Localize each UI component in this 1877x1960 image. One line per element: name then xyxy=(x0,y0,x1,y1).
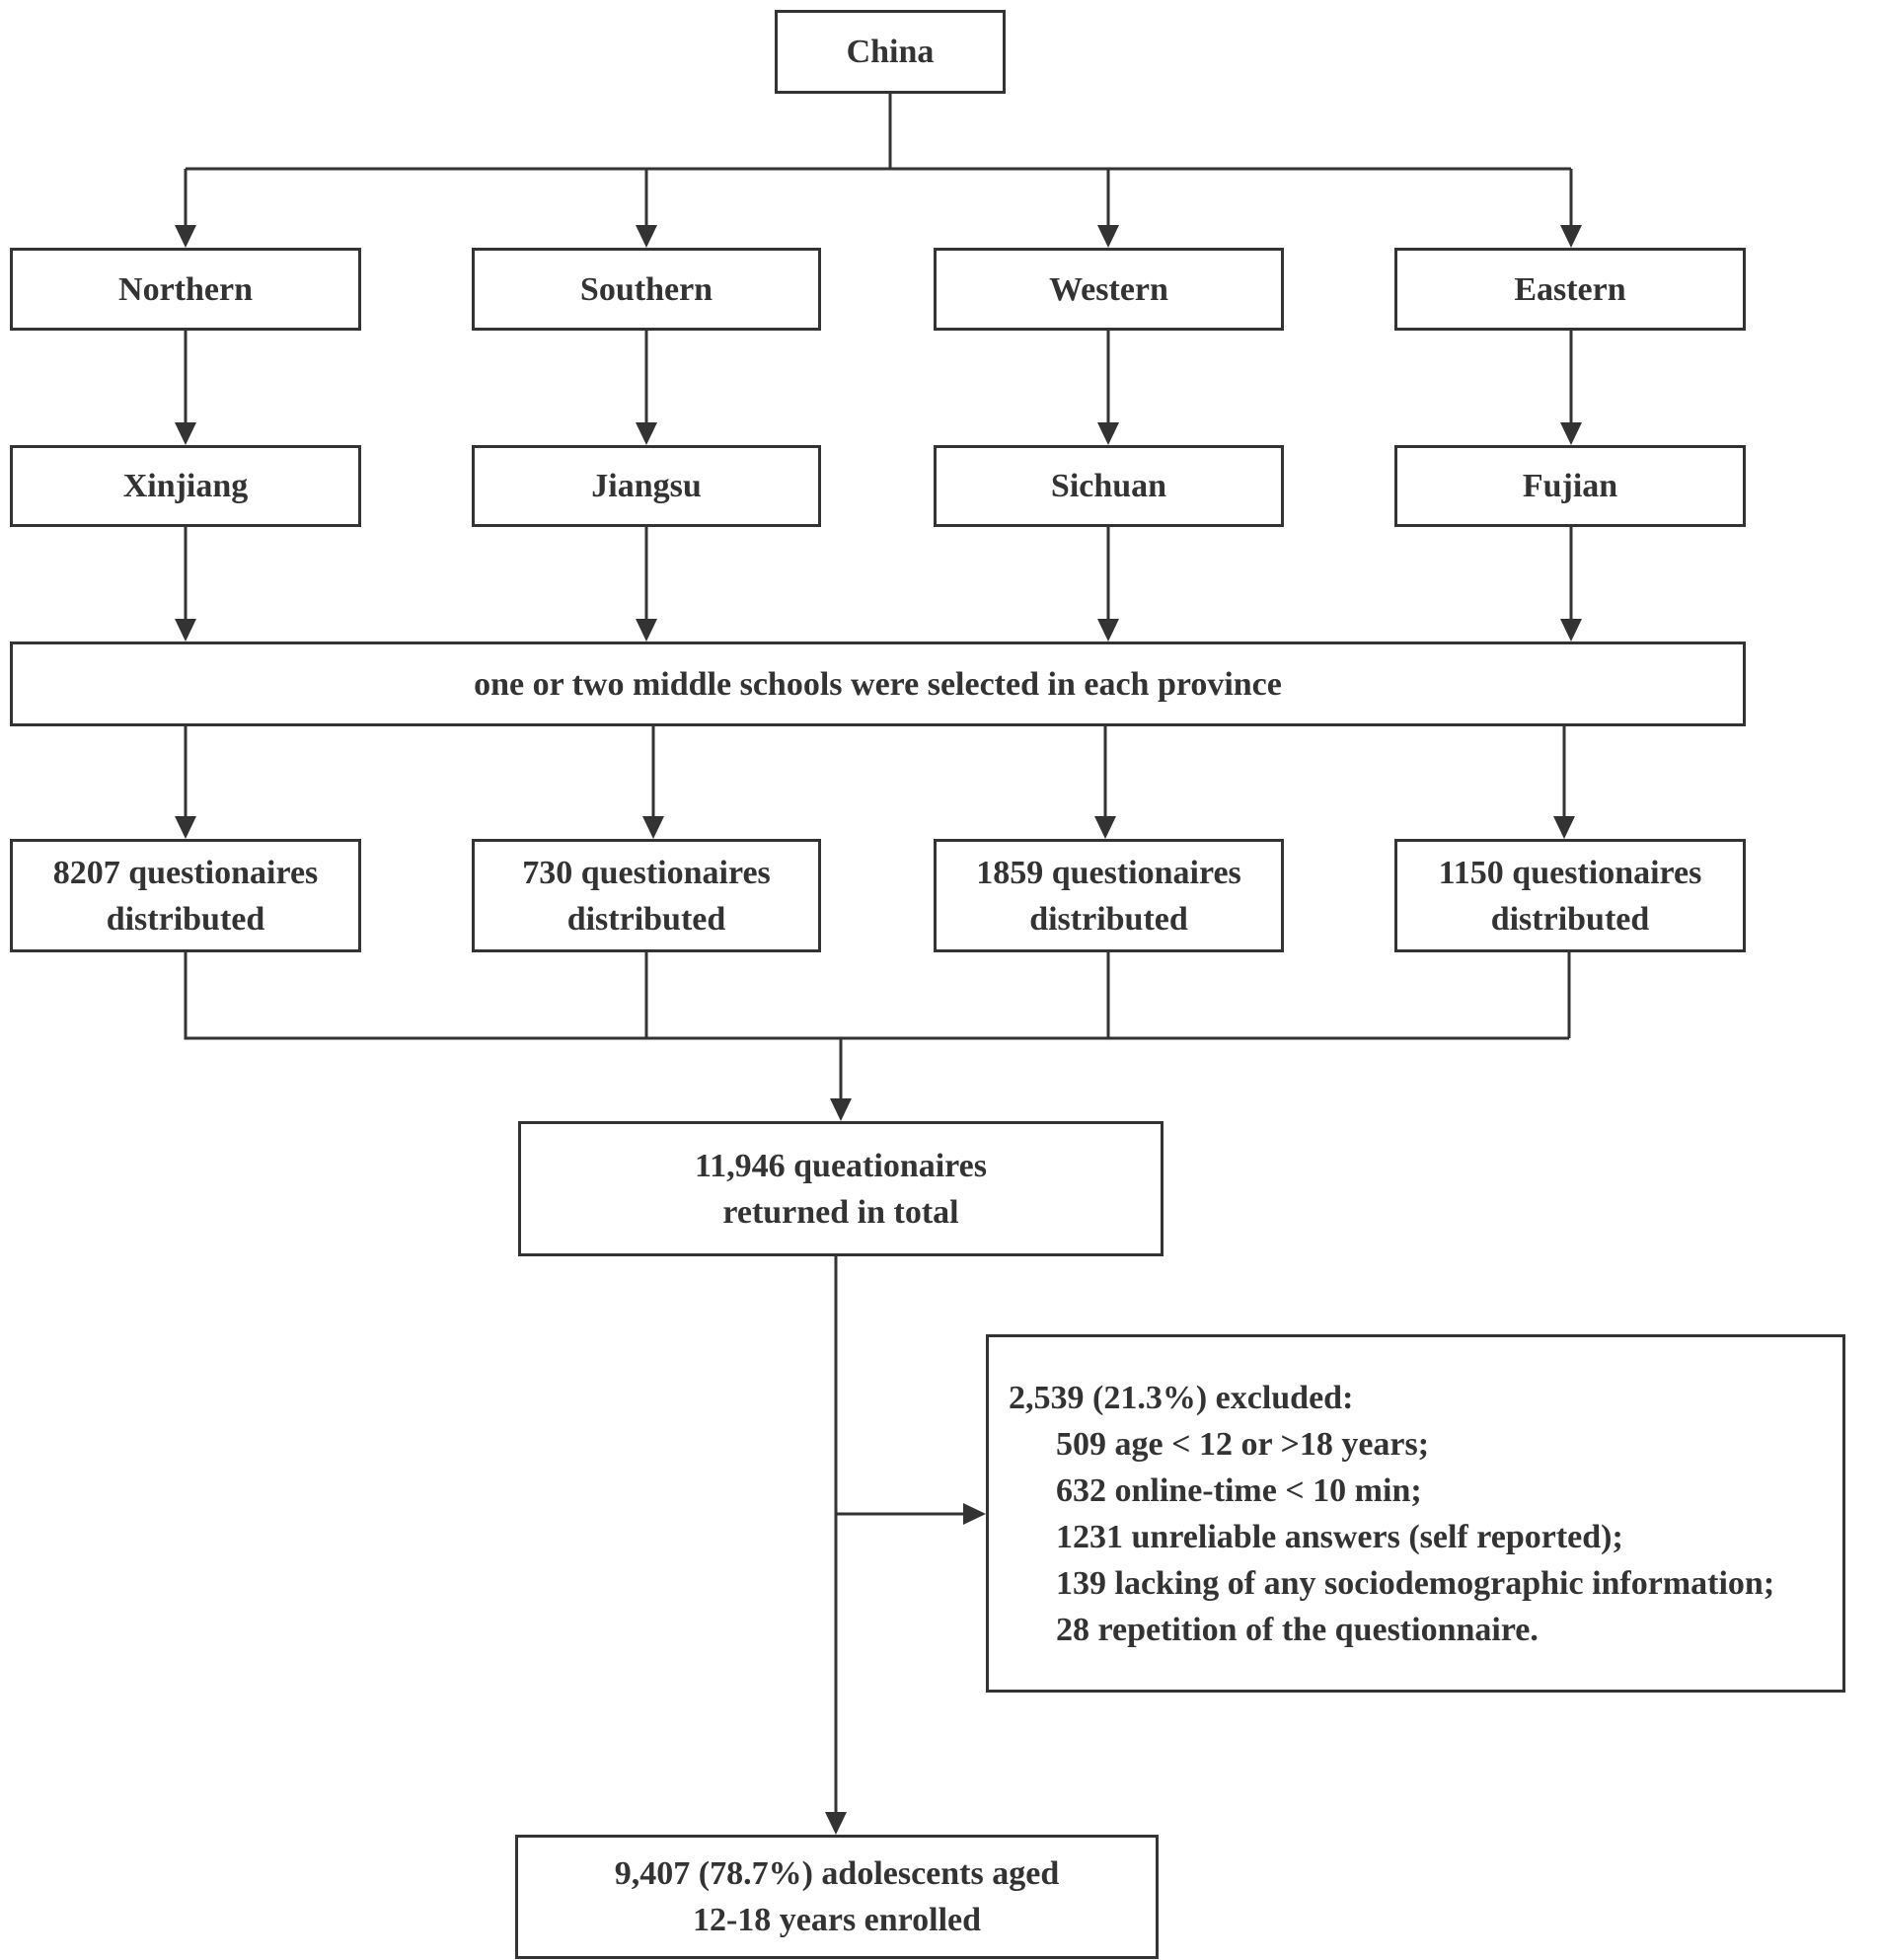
node-returned-total: 11,946 queationaires returned in total xyxy=(518,1121,1164,1256)
region-label: Eastern xyxy=(1514,270,1626,308)
arrowhead-selection-1 xyxy=(175,619,196,641)
returned-count-label: 11,946 queationaires xyxy=(695,1147,987,1184)
connector-distributed-merge xyxy=(184,952,1571,1098)
node-distributed-1859: 1859 questionaires distributed xyxy=(934,839,1284,952)
node-region-eastern: Eastern xyxy=(1394,248,1746,331)
excluded-reason: 139 lacking of any sociodemographic info… xyxy=(1056,1565,1775,1602)
returned-status-label: returned in total xyxy=(722,1193,959,1231)
distributed-count-label: 1150 questionaires xyxy=(1438,854,1702,891)
arrowhead-enrolled xyxy=(825,1812,847,1835)
arrowhead-selection-4 xyxy=(1560,619,1582,641)
arrowhead-northern xyxy=(175,225,196,248)
excluded-reason: 509 age < 12 or >18 years; xyxy=(1056,1426,1430,1463)
province-label: Xinjiang xyxy=(122,468,249,504)
enrolled-count-label: 9,407 (78.7%) adolescents aged xyxy=(614,1855,1060,1892)
province-label: Sichuan xyxy=(1050,468,1167,504)
node-province-jiangsu: Jiangsu xyxy=(472,445,821,527)
node-china-label: China xyxy=(846,34,935,70)
node-province-fujian: Fujian xyxy=(1394,445,1746,527)
arrowhead-selection-2 xyxy=(636,619,657,641)
distributed-count-label: 730 questionaires xyxy=(522,854,771,891)
node-province-sichuan: Sichuan xyxy=(934,445,1284,527)
excluded-heading: 2,539 (21.3%) excluded: xyxy=(1009,1380,1354,1416)
region-label: Western xyxy=(1049,270,1168,308)
arrowhead-western xyxy=(1097,225,1119,248)
node-excluded: 2,539 (21.3%) excluded: 509 age < 12 or … xyxy=(986,1334,1845,1693)
arrowhead-southern xyxy=(636,225,657,248)
distributed-status-label: distributed xyxy=(1490,900,1650,938)
node-distributed-8207: 8207 questionaires distributed xyxy=(10,839,361,952)
arrowhead-1150 xyxy=(1553,816,1575,839)
node-region-western: Western xyxy=(934,248,1284,331)
region-label: Northern xyxy=(118,270,253,308)
arrowhead-eastern xyxy=(1560,225,1582,248)
excluded-reason: 28 repetition of the questionnaire. xyxy=(1056,1612,1539,1648)
arrowhead-730 xyxy=(642,816,664,839)
enrolled-status-label: 12-18 years enrolled xyxy=(692,1902,982,1938)
node-distributed-1150: 1150 questionaires distributed xyxy=(1394,839,1746,952)
selection-label: one or two middle schools were selected … xyxy=(474,665,1282,703)
arrowhead-fujian xyxy=(1560,422,1582,445)
arrowhead-excluded xyxy=(963,1503,986,1525)
node-province-xinjiang: Xinjiang xyxy=(10,445,361,527)
arrowhead-sichuan xyxy=(1097,422,1119,445)
arrowhead-xinjiang xyxy=(175,422,196,445)
node-region-northern: Northern xyxy=(10,248,361,331)
distributed-count-label: 1859 questionaires xyxy=(976,854,1241,891)
node-region-southern: Southern xyxy=(472,248,821,331)
connector-china-split xyxy=(186,94,1571,171)
node-enrolled: 9,407 (78.7%) adolescents aged 12-18 yea… xyxy=(515,1835,1159,1959)
province-label: Fujian xyxy=(1522,468,1618,504)
distributed-status-label: distributed xyxy=(1029,900,1188,938)
excluded-reason: 632 online-time < 10 min; xyxy=(1056,1472,1422,1509)
arrowhead-1859 xyxy=(1094,816,1116,839)
distributed-count-label: 8207 questionaires xyxy=(52,854,319,891)
province-label: Jiangsu xyxy=(591,468,702,504)
arrowhead-8207 xyxy=(175,816,196,839)
arrowhead-selection-3 xyxy=(1097,619,1119,641)
node-china: China xyxy=(775,10,1006,94)
node-distributed-730: 730 questionaires distributed xyxy=(472,839,821,952)
region-label: Southern xyxy=(579,270,713,308)
arrowhead-jiangsu xyxy=(636,422,657,445)
arrowhead-returned xyxy=(830,1098,852,1121)
distributed-status-label: distributed xyxy=(106,900,265,938)
distributed-status-label: distributed xyxy=(566,900,726,938)
excluded-reason: 1231 unreliable answers (self reported); xyxy=(1056,1519,1623,1555)
node-school-selection: one or two middle schools were selected … xyxy=(10,641,1746,726)
